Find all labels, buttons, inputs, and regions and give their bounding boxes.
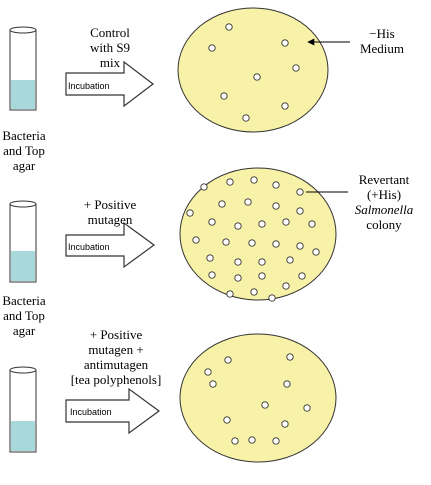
colony bbox=[242, 114, 250, 122]
colony bbox=[248, 436, 256, 444]
colony bbox=[226, 178, 234, 186]
condition-label-2: + Positive mutagen bbox=[83, 197, 137, 227]
colony bbox=[308, 220, 316, 228]
colony bbox=[296, 242, 304, 250]
agar-plate-2 bbox=[179, 167, 337, 301]
colony bbox=[272, 202, 280, 210]
medium-annotation: −His Medium bbox=[359, 26, 405, 56]
colony bbox=[296, 188, 304, 196]
colony bbox=[204, 368, 212, 376]
colony bbox=[282, 282, 290, 290]
colony bbox=[281, 420, 289, 428]
colony bbox=[282, 218, 290, 226]
colony bbox=[296, 207, 304, 215]
colony bbox=[234, 222, 242, 230]
colony bbox=[292, 64, 300, 72]
colony bbox=[218, 200, 226, 208]
colony bbox=[200, 183, 208, 191]
colony bbox=[272, 240, 280, 248]
colony bbox=[258, 220, 266, 228]
colony bbox=[286, 353, 294, 361]
colony bbox=[281, 102, 289, 110]
colony bbox=[186, 209, 194, 217]
colony bbox=[272, 437, 280, 445]
incubation-label-2: Incubation bbox=[68, 242, 110, 252]
colony bbox=[222, 238, 230, 246]
colonies-plate-1 bbox=[208, 23, 300, 122]
colony bbox=[286, 256, 294, 264]
incubation-arrow-3 bbox=[65, 387, 161, 435]
colony bbox=[312, 248, 320, 256]
agar-plate-1 bbox=[177, 7, 329, 133]
colony bbox=[226, 290, 234, 298]
incubation-label-3: Incubation bbox=[70, 407, 112, 417]
incubation-arrow-1 bbox=[65, 60, 154, 108]
revertant-annotation: Revertant (+His) Salmonella colony bbox=[354, 172, 414, 232]
colony bbox=[206, 254, 214, 262]
colony bbox=[248, 239, 256, 247]
colony bbox=[234, 258, 242, 266]
colony bbox=[268, 294, 276, 302]
colony bbox=[209, 380, 217, 388]
colony bbox=[234, 274, 242, 282]
colony bbox=[208, 218, 216, 226]
incubation-label-1: Incubation bbox=[68, 81, 110, 91]
colony bbox=[281, 39, 289, 47]
colonies-plate-2 bbox=[186, 176, 320, 302]
test-tube-2 bbox=[9, 200, 37, 283]
colony bbox=[283, 380, 291, 388]
colony bbox=[303, 404, 311, 412]
colony bbox=[208, 271, 216, 279]
colony bbox=[244, 198, 252, 206]
colony bbox=[253, 73, 261, 81]
colony bbox=[223, 416, 231, 424]
colony bbox=[298, 272, 306, 280]
condition-label-3: + Positive mutagen + antimutagen [tea po… bbox=[70, 327, 162, 387]
colony bbox=[208, 44, 216, 52]
colony bbox=[258, 272, 266, 280]
test-tube-1 bbox=[9, 26, 37, 111]
colony bbox=[220, 92, 228, 100]
agar-plate-3 bbox=[179, 333, 337, 463]
condition-label-1: Control with S9 mix bbox=[89, 25, 131, 70]
colony bbox=[250, 288, 258, 296]
colony bbox=[250, 176, 258, 184]
test-tube-3 bbox=[9, 366, 37, 453]
colony bbox=[261, 401, 269, 409]
tube-label-1: Bacteria and Top agar bbox=[2, 128, 46, 173]
colony bbox=[231, 437, 239, 445]
colonies-plate-3 bbox=[204, 353, 311, 445]
colony bbox=[192, 236, 200, 244]
tube-label-2: Bacteria and Top agar bbox=[2, 293, 46, 338]
colony bbox=[225, 23, 233, 31]
colony bbox=[224, 356, 232, 364]
incubation-arrow-2 bbox=[65, 221, 156, 269]
colony bbox=[258, 258, 266, 266]
colony bbox=[272, 181, 280, 189]
